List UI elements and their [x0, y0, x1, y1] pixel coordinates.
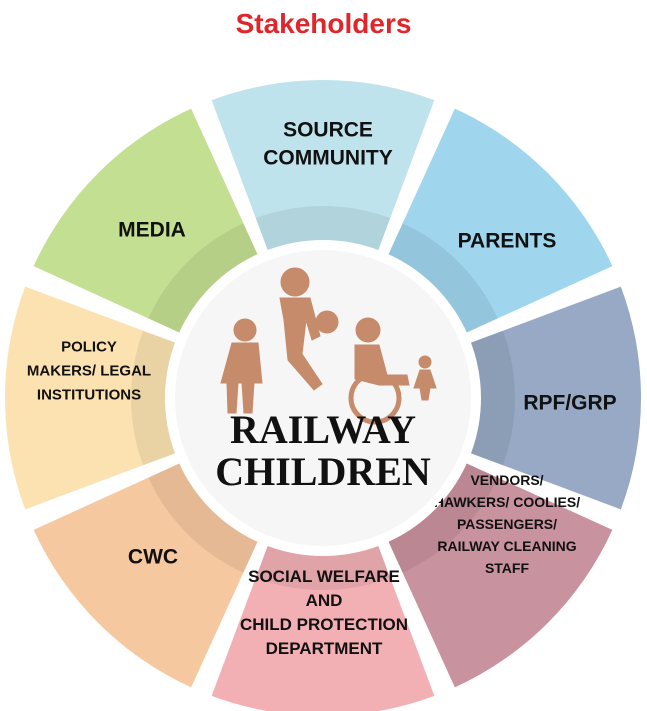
segment-parents: PARENTS	[388, 108, 613, 333]
segment-label-line: MAKERS/ LEGAL	[27, 362, 151, 379]
segment-label-line: RPF/GRP	[523, 391, 616, 414]
segment-label-line: CWC	[128, 545, 178, 568]
segment-label-line: COMMUNITY	[263, 146, 393, 169]
segment-label-line: STAFF	[485, 560, 530, 576]
segment-shape	[388, 108, 613, 333]
center-title-line-1: RAILWAY	[230, 407, 416, 452]
segment-vendors: VENDORS/HAWKERS/ COOLIES/PASSENGERS/RAIL…	[388, 463, 613, 688]
page-title: Stakeholders	[235, 8, 412, 39]
segment-label-line: RAILWAY CLEANING	[437, 538, 576, 554]
child-head-shape	[280, 267, 310, 297]
segment-source-community: SOURCE COMMUNITY	[211, 80, 435, 251]
segment-inner-band	[388, 463, 498, 573]
segment-label-line: INSTITUTIONS	[37, 386, 141, 403]
segment-label-line: SOCIAL WELFARE	[248, 567, 400, 586]
child-head-shape	[355, 317, 381, 343]
segment-inner-band	[255, 545, 391, 591]
segment-label-line: DEPARTMENT	[266, 639, 383, 658]
segment-shape	[388, 463, 613, 688]
segment-media: MEDIA	[33, 108, 258, 333]
segment-shape	[33, 108, 258, 333]
segment-shape	[33, 463, 258, 688]
segment-label-line: VENDORS/	[470, 472, 543, 488]
center-circle	[167, 242, 479, 554]
segment-inner-band	[388, 223, 498, 333]
segment-inner-band	[131, 330, 176, 466]
segment-label-line: CHILD PROTECTION	[240, 615, 408, 634]
segment-label-line: PARENTS	[458, 229, 557, 252]
segment-policy-makers: POLICY MAKERS/ LEGAL INSTITUTIONS	[5, 286, 176, 510]
segment-shape	[5, 286, 176, 510]
segment-inner-band	[255, 206, 391, 251]
child-head-shape	[233, 318, 257, 342]
segments-layer: SOURCE COMMUNITY PARENTS RPF/GRP VENDORS/HAW…	[5, 80, 641, 711]
children-silhouettes-icon	[220, 267, 437, 425]
segment-cwc: CWC	[33, 463, 258, 688]
child-body-shape	[413, 369, 437, 401]
segment-shape	[211, 80, 435, 251]
segment-inner-band	[148, 223, 258, 333]
segment-shape	[211, 545, 435, 711]
segment-label-line: POLICY	[61, 338, 117, 355]
center-hub: RAILWAY CHILDREN	[167, 242, 479, 554]
child-head-shape	[418, 355, 432, 369]
ball-shape	[315, 310, 339, 334]
wheel-shape	[348, 371, 402, 425]
segment-shape	[470, 286, 641, 510]
segment-label-line: SOURCE	[283, 118, 373, 141]
segment-label-line: PASSENGERS/	[457, 516, 557, 532]
center-title-line-2: CHILDREN	[215, 449, 431, 494]
segment-inner-band	[470, 330, 515, 466]
segment-label-line: AND	[306, 591, 343, 610]
child-body-shape	[220, 342, 263, 414]
segment-label-line: MEDIA	[118, 218, 186, 241]
segment-social-welfare: SOCIAL WELFARE AND CHILD PROTECTION DEPARTM…	[211, 545, 435, 711]
segment-inner-band	[148, 463, 258, 573]
segment-rpf-grp: RPF/GRP	[470, 286, 641, 510]
segment-label-line: HAWKERS/ COOLIES/	[434, 494, 580, 510]
